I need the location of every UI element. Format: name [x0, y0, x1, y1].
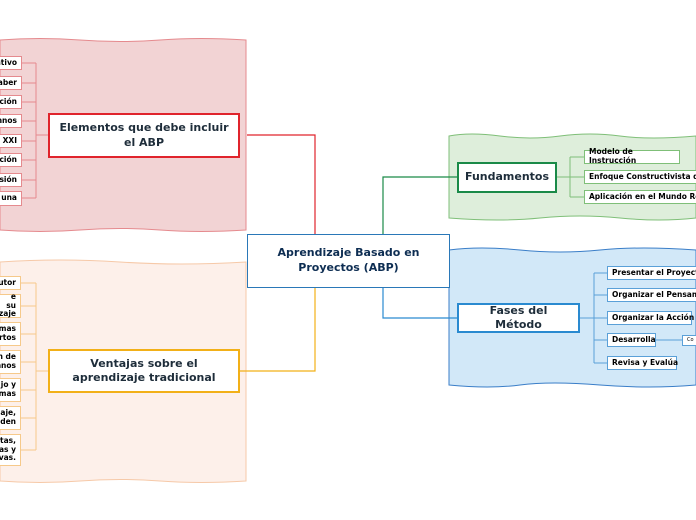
branch-fundamentos-label: Fundamentos: [464, 170, 550, 184]
fases-item[interactable]: Presentar el Proyecto: [607, 266, 696, 280]
central-topic-label: Aprendizaje Basado en Proyectos (ABP): [277, 246, 420, 274]
elementos-item[interactable]: sión: [0, 173, 22, 187]
elementos-item[interactable]: una: [0, 191, 22, 206]
connector-fundamentos: [382, 176, 457, 234]
branch-fases-label: Fases del Método: [489, 303, 548, 331]
elementos-item[interactable]: ativo: [0, 56, 22, 70]
fases-item[interactable]: Organizar la Acción: [607, 311, 694, 325]
fundamentos-item[interactable]: Aplicación en el Mundo Rea: [584, 190, 696, 204]
branch-fundamentos[interactable]: Fundamentos: [457, 162, 557, 193]
elementos-leaf-connectors: [22, 62, 48, 199]
fases-item[interactable]: Organizar el Pensami: [607, 288, 696, 302]
branch-ventajas[interactable]: Ventajas sobre el aprendizaje tradiciona…: [48, 349, 240, 393]
branch-elementos-label: Elementos que debe incluir el ABP: [59, 121, 229, 149]
ventajas-item[interactable]: utor: [0, 276, 21, 290]
branch-fases[interactable]: Fases del Método: [457, 303, 580, 333]
central-topic[interactable]: Aprendizaje Basado en Proyectos (ABP): [247, 234, 450, 288]
ventajas-item[interactable]: jo y mas: [0, 378, 21, 402]
fases-sub-item[interactable]: Co: [682, 335, 696, 346]
elementos-item[interactable]: XXI: [0, 134, 22, 148]
branch-ventajas-label: Ventajas sobre el aprendizaje tradiciona…: [72, 356, 216, 384]
fundamentos-leaf-connectors: [557, 156, 584, 198]
branch-elementos[interactable]: Elementos que debe incluir el ABP: [48, 113, 240, 158]
fases-item[interactable]: Revisa y Evalúa: [607, 356, 678, 370]
fases-leaf-connectors: [580, 272, 682, 364]
connector-fases: [382, 288, 457, 319]
fundamentos-item[interactable]: Enfoque Constructivista del: [584, 170, 696, 184]
fases-item[interactable]: Desarrolla: [607, 333, 656, 347]
fundamentos-item[interactable]: Modelo de Instrucción: [584, 147, 680, 165]
connector-elementos: [247, 134, 316, 235]
ventajas-item[interactable]: e su zaje: [0, 292, 21, 318]
elementos-item[interactable]: aber: [0, 76, 22, 90]
ventajas-leaf-connectors: [21, 282, 48, 451]
ventajas-item[interactable]: mas ertos: [0, 322, 21, 346]
ventajas-item[interactable]: tas, as y vas.: [0, 434, 21, 466]
connector-ventajas: [240, 288, 316, 372]
elementos-item[interactable]: ción: [0, 153, 22, 167]
elementos-item[interactable]: ación: [0, 95, 22, 109]
